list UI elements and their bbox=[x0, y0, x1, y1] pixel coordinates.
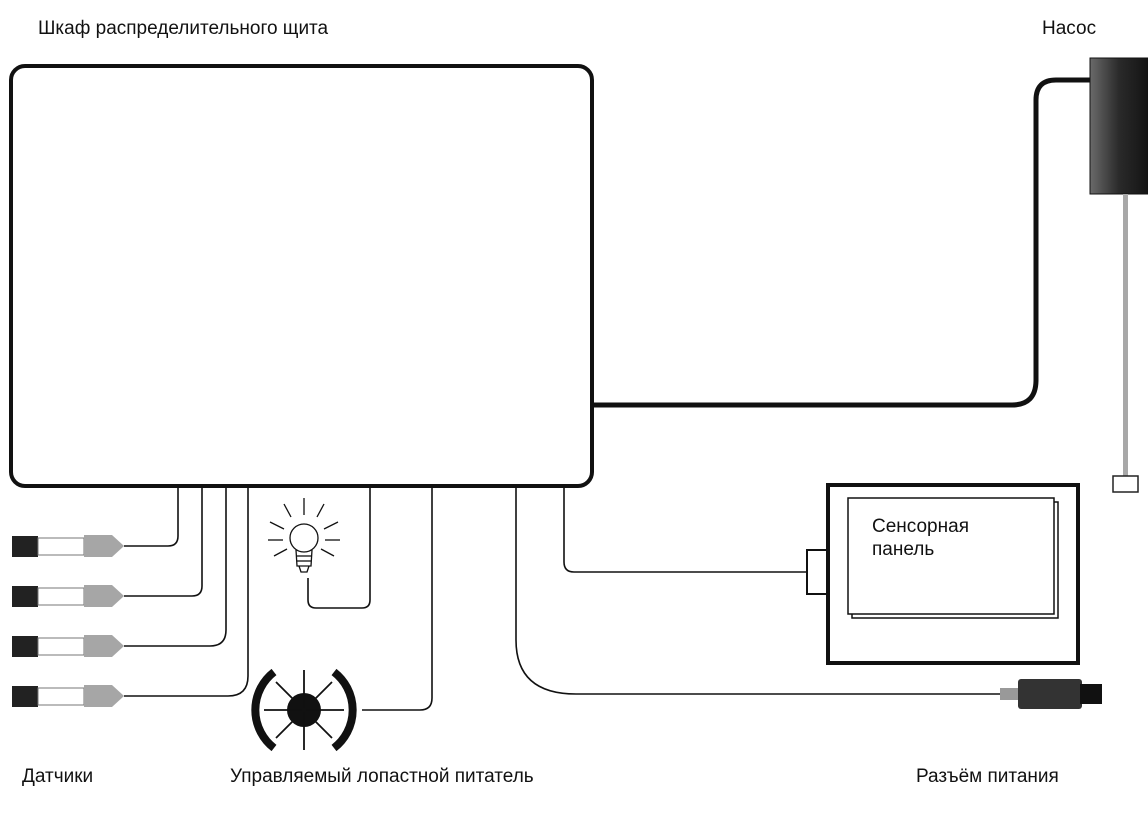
touch-panel-label-line1: Сенсорная bbox=[872, 516, 969, 537]
pump-label: Насос bbox=[1042, 18, 1097, 39]
bulb-cable bbox=[307, 486, 371, 609]
pump-icon bbox=[1089, 57, 1148, 493]
touch-panel-label: Сенсорная панель bbox=[872, 515, 1032, 561]
touch-panel-label-line2: панель bbox=[872, 539, 935, 560]
cabinet-label: Шкаф распределительного щита bbox=[38, 18, 329, 39]
pump-cable bbox=[592, 77, 1092, 408]
power-connector-label: Разъём питания bbox=[916, 766, 1059, 787]
power-cable bbox=[515, 486, 1000, 695]
bulb-icon bbox=[268, 498, 340, 573]
power-plug-icon bbox=[1000, 679, 1102, 709]
sensors-label: Датчики bbox=[22, 766, 94, 787]
paddle-feeder-icon bbox=[251, 668, 357, 752]
touch-panel bbox=[806, 483, 1080, 665]
sensor-cables bbox=[124, 486, 249, 697]
touch-panel-cable bbox=[563, 486, 806, 573]
feeder-label: Управляемый лопастной питатель bbox=[230, 766, 534, 787]
feeder-cable bbox=[362, 486, 433, 711]
probe-icon bbox=[12, 535, 124, 707]
cabinet-box bbox=[9, 64, 594, 488]
